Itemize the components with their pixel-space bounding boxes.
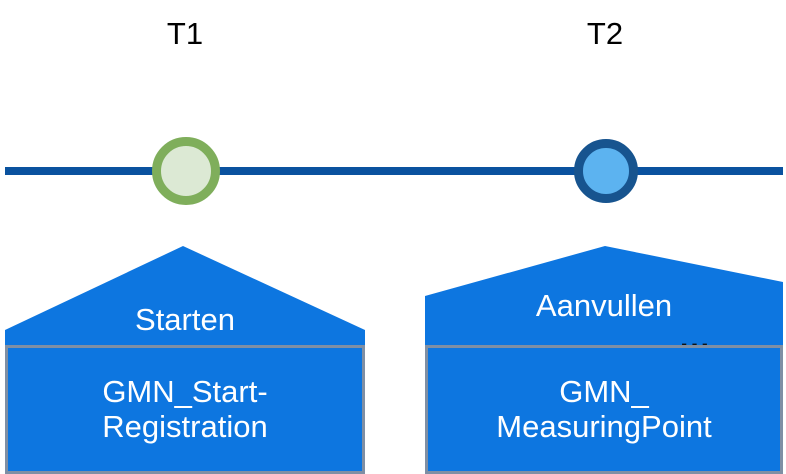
timeline-node-t1[interactable]	[152, 137, 220, 205]
entity-label-start-registration: GMN_Start- Registration	[102, 373, 268, 444]
entity-label-measuring-point: GMN_ MeasuringPoint	[496, 373, 712, 444]
timeline-node-t2[interactable]	[574, 139, 638, 203]
milestone-start-registration: Starten GMN_Start- Registration	[5, 246, 365, 474]
tick-label-t1: T1	[166, 16, 204, 51]
tick-label-t2: T2	[586, 16, 624, 51]
entity-box-start-registration[interactable]: GMN_Start- Registration	[5, 345, 365, 474]
entity-box-measuring-point[interactable]: GMN_ MeasuringPoint	[425, 345, 783, 474]
pentagon-banner-start	[5, 246, 365, 348]
milestone-action-label-start: Starten	[135, 302, 235, 337]
timeline-axis-line	[5, 167, 783, 175]
milestone-measuring-point: Aanvullen ... GMN_ MeasuringPoint	[425, 246, 783, 474]
milestone-action-label-aanvullen: Aanvullen	[535, 288, 673, 323]
pentagon-banner-aanvullen	[425, 246, 783, 348]
